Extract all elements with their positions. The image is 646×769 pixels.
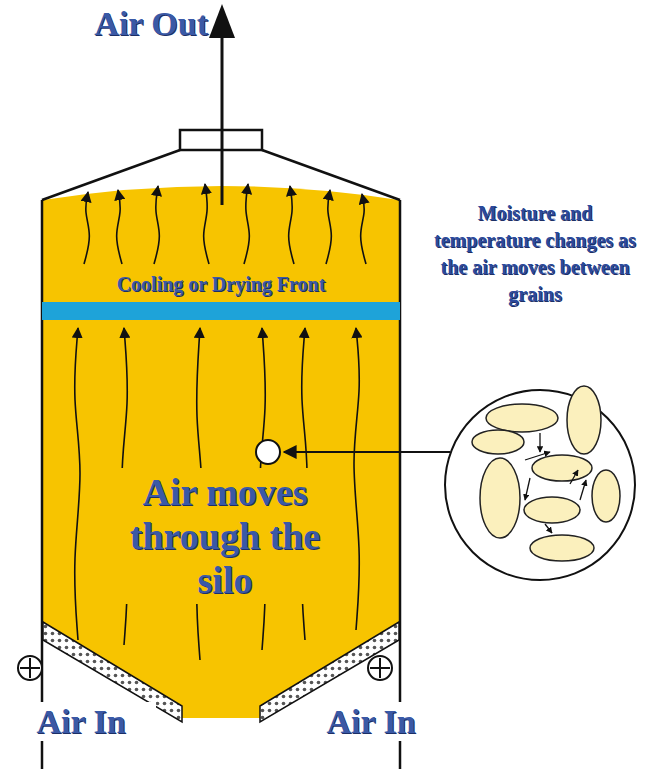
region-label: Air moves through the silo: [114, 468, 336, 604]
airflow-arrows: [75, 184, 366, 660]
silo-outline: [42, 130, 400, 769]
airflow-arrow: [117, 190, 122, 264]
air-in-label: Air In: [296, 702, 446, 741]
airflow-arrow: [289, 186, 294, 264]
airflow-arrow: [361, 194, 366, 264]
airflow-arrow: [204, 184, 209, 264]
sample-point: [256, 440, 280, 464]
airflow-arrow: [354, 328, 359, 630]
airflow-arrow: [244, 184, 249, 264]
airflow-arrow: [154, 186, 159, 264]
air-out-label: Air Out: [60, 4, 208, 43]
leader-line: [284, 451, 450, 453]
airflow-arrow: [75, 328, 80, 640]
air-out-arrow: [209, 4, 235, 205]
callout-note: Moisture and temperature changes as the …: [430, 200, 640, 308]
fan-symbol: [18, 656, 392, 680]
silo-body: Air moves through the silo Cooling or Dry…: [42, 150, 400, 720]
magnified-grains: [445, 386, 635, 580]
air-in-label: Air In: [6, 702, 156, 741]
airflow-arrow: [326, 190, 331, 264]
airflow-arrow: [84, 192, 89, 264]
drying-front-band: Cooling or Drying Front: [42, 270, 400, 320]
band-label: Cooling or Drying Front: [46, 272, 396, 296]
